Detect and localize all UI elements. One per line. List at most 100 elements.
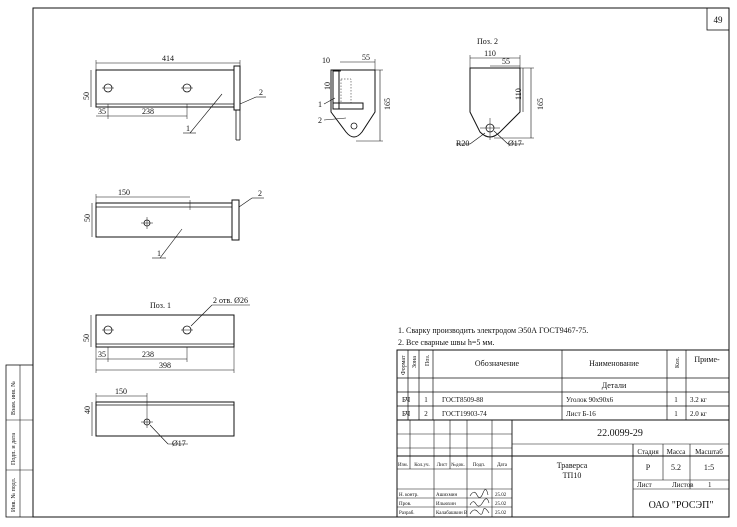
row2-format: БЧ xyxy=(402,410,411,418)
spec-row: БЧ 1 ГОСТ8509-88 Уголок 90х90х6 1 3.2 кг xyxy=(402,396,707,404)
title-block: 22.0099-29 Траверса ТП10 Стадия Масса Ма… xyxy=(396,419,730,518)
dim-35: 35 xyxy=(98,107,106,116)
radius-r20: R20 xyxy=(456,139,469,148)
dim-238-poz1: 238 xyxy=(142,350,154,359)
hole-17-bottom: Ø17 xyxy=(172,439,186,448)
item-name-2: ТП10 xyxy=(563,471,582,480)
dim-55-poz2: 55 xyxy=(502,57,510,66)
signature-2 xyxy=(469,498,490,507)
assembly-front-view: 414 50 35 238 1 2 xyxy=(82,54,266,141)
value-mass: 5.2 xyxy=(671,463,681,472)
label-stage: Стадия xyxy=(637,448,659,456)
callout-2-side: 2 xyxy=(318,116,322,125)
outer-frame xyxy=(32,7,730,518)
value-stage: Р xyxy=(646,463,651,472)
value-scale: 1:5 xyxy=(704,463,714,472)
dim-40-bottom: 40 xyxy=(83,406,92,414)
sheet-number: 49 xyxy=(714,15,724,25)
role-prov: Пров. xyxy=(399,502,411,507)
row1-note: 3.2 кг xyxy=(690,396,707,404)
holes-2x26: 2 отв. Ø26 xyxy=(213,296,248,305)
callout-1-top: 1 xyxy=(157,249,161,258)
col-designation: Обозначение xyxy=(475,359,520,368)
col-zone: Зона xyxy=(412,356,418,368)
label-sheet: Лист xyxy=(637,481,652,489)
name-1: Ашихмин xyxy=(436,493,457,498)
row2-pos: 2 xyxy=(424,410,428,418)
name-2: Ильюхин xyxy=(436,502,456,507)
poz1-title: Поз. 1 xyxy=(150,301,171,310)
row2-qty: 1 xyxy=(674,410,678,418)
assembly-top-view: 150 50 1 2 xyxy=(83,188,264,259)
hole-17-poz2: Ø17 xyxy=(508,139,522,148)
row1-pos: 1 xyxy=(424,396,428,404)
dim-55-side: 55 xyxy=(362,53,370,62)
label-scale: Масштаб xyxy=(695,448,723,456)
detail-poz-1-bottom: 150 40 Ø17 xyxy=(83,387,235,448)
row1-format: БЧ xyxy=(402,396,411,404)
dim-110-vert: 110 xyxy=(514,88,523,100)
col-qty: Кол. xyxy=(675,356,681,368)
detail-poz-2: Поз. 2 110 55 110 165 R20 Ø17 xyxy=(456,37,545,148)
callout-1-side: 1 xyxy=(318,100,322,109)
date-1: 25.02 xyxy=(495,493,507,498)
dim-414: 414 xyxy=(162,54,174,63)
dim-10-a: 10 xyxy=(322,56,330,65)
dim-238: 238 xyxy=(142,107,154,116)
sheet-number-box xyxy=(706,7,730,31)
dim-50-poz1: 50 xyxy=(82,334,91,342)
stamp-vzam-inv: Взам. инв. № xyxy=(11,381,17,415)
item-name-1: Траверса xyxy=(557,461,588,470)
side-stamp: Инв. № подл. Подп. и дата Взам. инв. № xyxy=(5,364,34,518)
date-2: 25.02 xyxy=(495,502,507,507)
hdr-podp: Подп. xyxy=(473,463,485,468)
role-razrab: Разраб. xyxy=(399,511,415,516)
hdr-izm: Изм. xyxy=(398,463,408,468)
detail-poz-1: Поз. 1 2 отв. Ø26 50 35 238 398 xyxy=(82,296,250,373)
row2-note: 2.0 кг xyxy=(690,410,707,418)
value-sheets: 1 xyxy=(708,481,712,489)
hdr-data: Дата xyxy=(497,463,508,468)
signature-3 xyxy=(469,508,490,515)
row2-designation: ГОСТ19903-74 xyxy=(442,410,487,418)
row1-qty: 1 xyxy=(674,396,678,404)
dim-165-poz2: 165 xyxy=(536,98,545,110)
organization: ОАО "РОСЭП" xyxy=(649,500,714,511)
dim-10-b: 10 xyxy=(323,82,332,90)
dim-165-side: 165 xyxy=(383,98,392,110)
document-code: 22.0099-29 xyxy=(597,428,643,439)
label-sheets: Листов xyxy=(672,481,694,489)
hdr-list: Лист xyxy=(437,463,448,468)
callout-2: 2 xyxy=(259,88,263,97)
stamp-inv-podl: Инв. № подл. xyxy=(11,477,17,512)
poz2-title: Поз. 2 xyxy=(477,37,498,46)
spec-table: Формат Зона Поз. Обозначение Наименовани… xyxy=(396,349,730,421)
hdr-kol: Кол.уч. xyxy=(414,463,430,468)
col-note: Приме- xyxy=(694,355,720,364)
callout-2-top: 2 xyxy=(258,189,262,198)
note-2: 2. Все сварные швы h=5 мм. xyxy=(398,338,494,347)
name-3: Калабашкин В xyxy=(436,511,468,516)
role-nkontr: Н. контр. xyxy=(399,493,418,498)
row1-name: Уголок 90х90х6 xyxy=(566,396,614,404)
stamp-podp-data: Подп. и дата xyxy=(11,433,17,465)
callout-1: 1 xyxy=(186,124,190,133)
col-name: Наименование xyxy=(589,359,639,368)
dim-50: 50 xyxy=(82,92,91,100)
dim-35-poz1: 35 xyxy=(98,350,106,359)
dim-110-top: 110 xyxy=(484,49,496,58)
date-3: 25.02 xyxy=(495,511,507,516)
row2-name: Лист Б-16 xyxy=(566,410,596,418)
row1-designation: ГОСТ8509-88 xyxy=(442,396,484,404)
assembly-side-view: 55 10 10 165 1 2 xyxy=(318,53,392,142)
signature-1 xyxy=(469,489,489,498)
section-details: Детали xyxy=(602,381,627,390)
dim-398: 398 xyxy=(159,361,171,370)
label-mass: Масса xyxy=(667,448,687,456)
dim-50-top: 50 xyxy=(83,214,92,222)
note-1: 1. Сварку производить электродом Э50А ГО… xyxy=(398,326,588,335)
spec-row: БЧ 2 ГОСТ19903-74 Лист Б-16 1 2.0 кг xyxy=(402,410,707,418)
dim-150-bottom: 150 xyxy=(115,387,127,396)
dim-150: 150 xyxy=(118,188,130,197)
